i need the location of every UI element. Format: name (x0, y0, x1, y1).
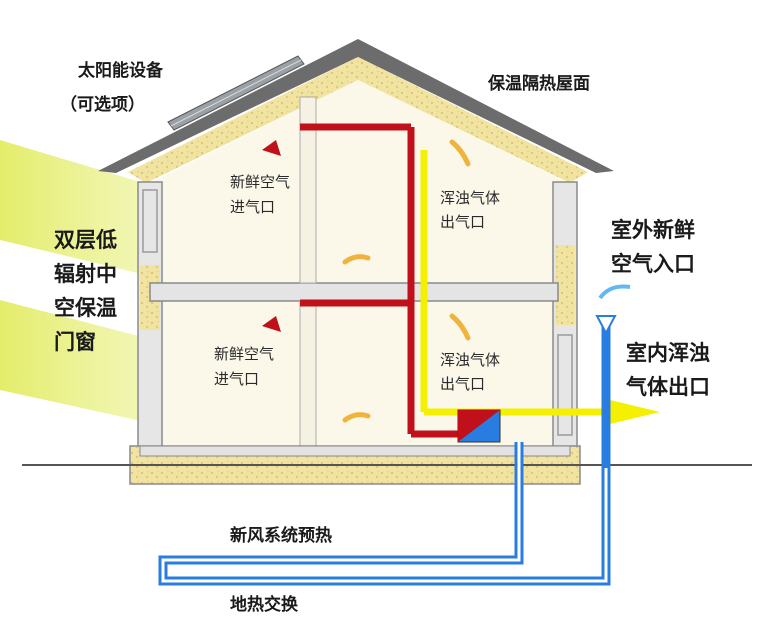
outdoor-air-inlet-icon (595, 315, 617, 336)
partition-lower (299, 300, 317, 447)
window-label-line1: 双层低 (54, 228, 117, 252)
window-label-line2: 辐射中 (54, 262, 117, 286)
stale-air-outlet-arrow-icon (610, 400, 660, 424)
stale-outlet-lower-label-2: 出气口 (440, 375, 486, 393)
solar-optional-label: （可选项） (60, 95, 145, 115)
fresh-inlet-upper-label-2: 进气口 (230, 198, 276, 216)
roof-label: 保温隔热屋面 (488, 74, 590, 94)
window-label-line4: 门窗 (54, 330, 96, 354)
left-window-frame (142, 189, 158, 253)
right-window-frame (557, 334, 573, 436)
geothermal-label: 地热交换 (230, 595, 298, 615)
preheat-label: 新风系统预热 (230, 526, 332, 546)
fresh-inlet-lower-label-1: 新鲜空气 (214, 345, 275, 363)
fresh-air-arrow-lower-icon (262, 316, 281, 332)
fresh-air-duct (300, 123, 458, 438)
fresh-air-arrow-upper-icon (262, 140, 281, 156)
stale-outlet-upper-label-2: 出气口 (440, 213, 486, 231)
heat-exchanger-icon (457, 409, 501, 443)
geothermal-pipe-core (161, 442, 608, 583)
airflow-arrow-icons (342, 139, 471, 423)
outdoor-fresh-air-label-1: 室外新鲜 (611, 218, 695, 242)
window-label-line3: 空保温 (54, 296, 117, 320)
outdoor-air-arrow-icon (598, 284, 631, 300)
fresh-inlet-upper-label-1: 新鲜空气 (230, 173, 291, 191)
indoor-stale-air-label-2: 气体出口 (626, 375, 710, 399)
stale-outlet-upper-label-1: 浑浊气体 (440, 189, 501, 207)
fresh-inlet-lower-label-2: 进气口 (214, 370, 260, 388)
middle-floor-slab (149, 282, 559, 302)
solar-equipment-label: 太阳能设备 (78, 61, 163, 81)
stale-air-duct (420, 150, 610, 416)
outdoor-fresh-air-label-2: 空气入口 (611, 252, 695, 276)
solar-panel-icon (167, 55, 305, 131)
partition-upper (299, 96, 317, 284)
right-wall-insulation (555, 245, 575, 325)
stale-outlet-lower-label-1: 浑浊气体 (440, 351, 501, 369)
indoor-stale-air-label-1: 室内浑浊 (626, 341, 710, 365)
